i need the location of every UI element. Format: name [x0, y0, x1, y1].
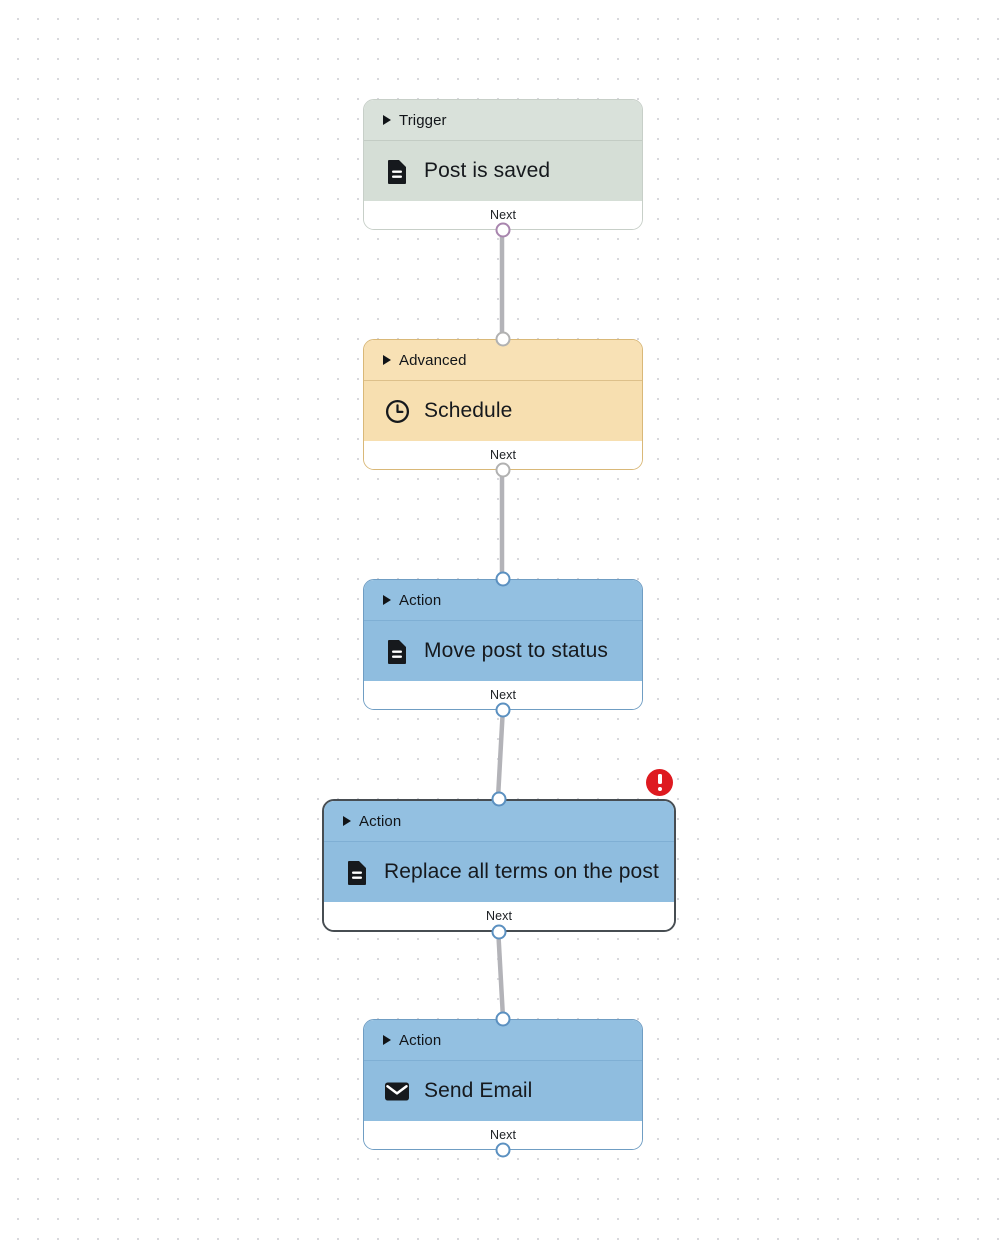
- node-body[interactable]: Send Email: [364, 1061, 642, 1121]
- node-input-port[interactable]: [495, 331, 511, 347]
- node-footer-label: Next: [489, 448, 517, 462]
- workflow-node-advanced-schedule[interactable]: Advanced Schedule Next: [363, 331, 643, 478]
- node-footer-label: Next: [485, 909, 513, 923]
- workflow-node-action-move-post-to-status[interactable]: Action Move post to status Next: [363, 571, 643, 718]
- edge-action2-to-action3: [495, 924, 506, 1021]
- clock-icon: [384, 398, 410, 424]
- node-output-port[interactable]: [495, 462, 511, 478]
- node-body[interactable]: Replace all terms on the post: [324, 842, 674, 902]
- node-header-label: Action: [399, 591, 442, 609]
- node-title: Send Email: [424, 1079, 533, 1102]
- node-title: Move post to status: [424, 639, 608, 662]
- node-output-port[interactable]: [495, 1142, 511, 1158]
- node-body[interactable]: Post is saved: [364, 141, 642, 201]
- node-body[interactable]: Schedule: [364, 381, 642, 441]
- node-output-port[interactable]: [495, 222, 511, 238]
- edge-action1-to-action2: [495, 704, 506, 801]
- node-title: Replace all terms on the post: [384, 860, 659, 883]
- node-title: Post is saved: [424, 159, 551, 182]
- chevron-right-icon[interactable]: [383, 355, 391, 365]
- exclamation-icon: [657, 774, 662, 791]
- node-input-port[interactable]: [495, 1011, 511, 1027]
- chevron-right-icon[interactable]: [383, 115, 391, 125]
- node-footer-label: Next: [489, 208, 517, 222]
- error-badge[interactable]: [646, 769, 673, 796]
- node-output-port[interactable]: [491, 924, 507, 940]
- node-header[interactable]: Action: [324, 801, 674, 841]
- chevron-right-icon[interactable]: [383, 1035, 391, 1045]
- node-footer-label: Next: [489, 1128, 517, 1142]
- workflow-node-action-replace-all-terms[interactable]: Action Replace all terms on the post Nex…: [322, 769, 676, 940]
- envelope-icon: [384, 1078, 410, 1104]
- node-header-label: Action: [359, 812, 402, 830]
- node-header-label: Advanced: [399, 351, 467, 369]
- workflow-node-action-send-email[interactable]: Action Send Email Next: [363, 1011, 643, 1158]
- node-header[interactable]: Action: [364, 580, 642, 620]
- node-header[interactable]: Advanced: [364, 340, 642, 380]
- document-icon: [344, 859, 370, 885]
- node-header-label: Trigger: [399, 111, 447, 129]
- node-footer-label: Next: [489, 688, 517, 702]
- node-title: Schedule: [424, 399, 513, 422]
- chevron-right-icon[interactable]: [343, 816, 351, 826]
- node-header[interactable]: Action: [364, 1020, 642, 1060]
- document-icon: [384, 638, 410, 664]
- node-input-port[interactable]: [491, 791, 507, 807]
- document-icon: [384, 158, 410, 184]
- node-input-port[interactable]: [495, 571, 511, 587]
- node-body[interactable]: Move post to status: [364, 621, 642, 681]
- chevron-right-icon[interactable]: [383, 595, 391, 605]
- workflow-node-trigger-post-is-saved[interactable]: Trigger Post is saved Next: [363, 99, 643, 238]
- node-output-port[interactable]: [495, 702, 511, 718]
- node-header-label: Action: [399, 1031, 442, 1049]
- node-header[interactable]: Trigger: [364, 100, 642, 140]
